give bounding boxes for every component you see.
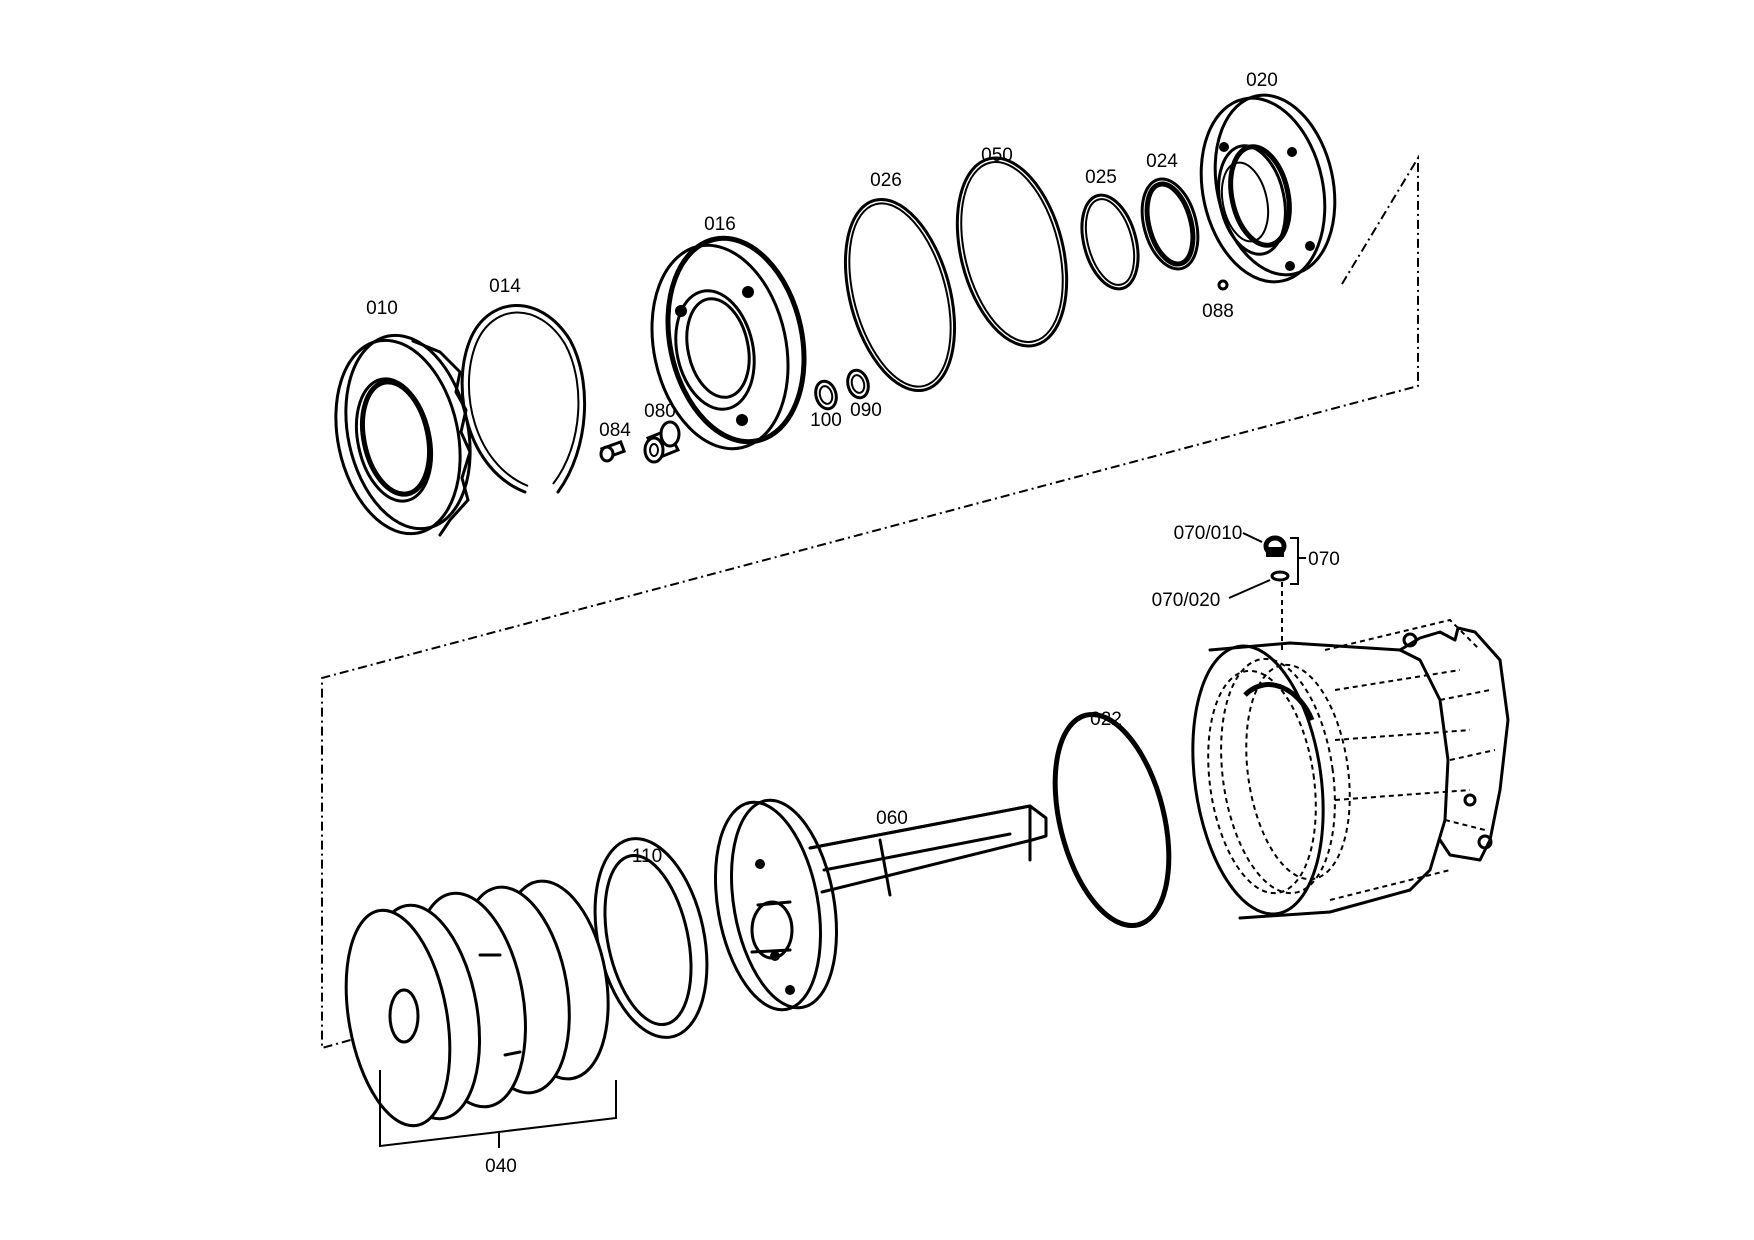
- part-084-screw[interactable]: [599, 439, 627, 463]
- part-040-disc-pack[interactable]: [331, 873, 623, 1148]
- label-050: 050: [981, 145, 1013, 166]
- part-022-o-ring[interactable]: [1035, 703, 1188, 938]
- label-024: 024: [1146, 151, 1178, 172]
- label-016: 016: [704, 214, 736, 235]
- part-010-disc[interactable]: [319, 324, 487, 546]
- label-070-010: 070/010: [1174, 523, 1243, 544]
- label-022: 022: [1090, 709, 1122, 730]
- leader-070-020: [1228, 579, 1271, 599]
- part-014-snap-ring[interactable]: [460, 304, 587, 494]
- label-070-020: 070/020: [1152, 590, 1221, 611]
- part-050-o-ring[interactable]: [939, 147, 1084, 358]
- label-090: 090: [850, 400, 882, 421]
- leader-070-010: [1242, 532, 1263, 543]
- part-025-ring[interactable]: [1072, 189, 1147, 295]
- part-088-plug[interactable]: [1217, 279, 1229, 291]
- part-016-cover[interactable]: [634, 226, 822, 462]
- label-014: 014: [489, 276, 521, 297]
- label-100: 100: [810, 410, 842, 431]
- label-080: 080: [644, 401, 676, 422]
- part-020-cover[interactable]: [1185, 84, 1351, 294]
- label-025: 025: [1085, 167, 1117, 188]
- label-110: 110: [632, 846, 662, 867]
- label-010: 010: [366, 298, 398, 319]
- part-070-plug[interactable]: [1263, 535, 1299, 650]
- part-024-ring[interactable]: [1133, 173, 1207, 275]
- label-084: 084: [599, 420, 631, 441]
- part-090-ring[interactable]: [845, 368, 872, 400]
- part-026-o-ring[interactable]: [826, 187, 973, 402]
- label-060: 060: [876, 808, 908, 829]
- part-100-ring[interactable]: [813, 379, 840, 411]
- label-040: 040: [485, 1156, 517, 1177]
- part-060-shaft[interactable]: [701, 792, 1048, 1018]
- part-080-sleeve[interactable]: [643, 420, 681, 464]
- housing[interactable]: [1177, 618, 1510, 922]
- label-088: 088: [1202, 301, 1234, 322]
- label-020: 020: [1246, 70, 1278, 91]
- label-026: 026: [870, 170, 902, 191]
- assembly-axis-line: [321, 154, 1419, 1050]
- label-070: 070: [1308, 549, 1340, 570]
